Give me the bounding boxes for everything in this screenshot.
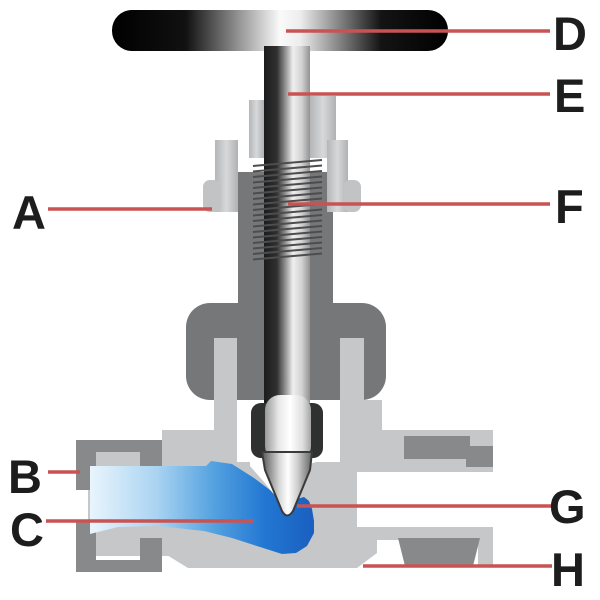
needle-plunger (261, 451, 313, 517)
label-f: F (555, 180, 584, 233)
fitting-nut-right-top (404, 436, 493, 467)
packing-nut-lower-right (327, 140, 348, 212)
fitting-nut-left-top (76, 440, 162, 490)
handwheel (112, 10, 448, 51)
part-labels: A B C D E F G H (8, 7, 587, 596)
flow-path (90, 461, 314, 554)
label-a: A (12, 186, 46, 239)
packing-nut-upper-left (249, 100, 264, 158)
label-b: B (8, 450, 42, 503)
packing-flange-lip-right (343, 180, 361, 212)
label-g: G (549, 480, 586, 533)
plunger-shaft (265, 395, 311, 461)
stem-threads (252, 159, 323, 261)
label-e: E (554, 69, 585, 122)
body-neck-wall-left (214, 338, 237, 464)
leader-lines (46, 29, 552, 568)
body-neck-wall-right (340, 338, 364, 464)
fitting-nut-left-bottom (76, 522, 162, 572)
fitting-nut-right-bottom (398, 538, 480, 566)
packing-flange-lip-left (203, 180, 221, 212)
label-c: C (10, 503, 44, 556)
label-d: D (553, 7, 587, 60)
label-h: H (551, 543, 585, 596)
